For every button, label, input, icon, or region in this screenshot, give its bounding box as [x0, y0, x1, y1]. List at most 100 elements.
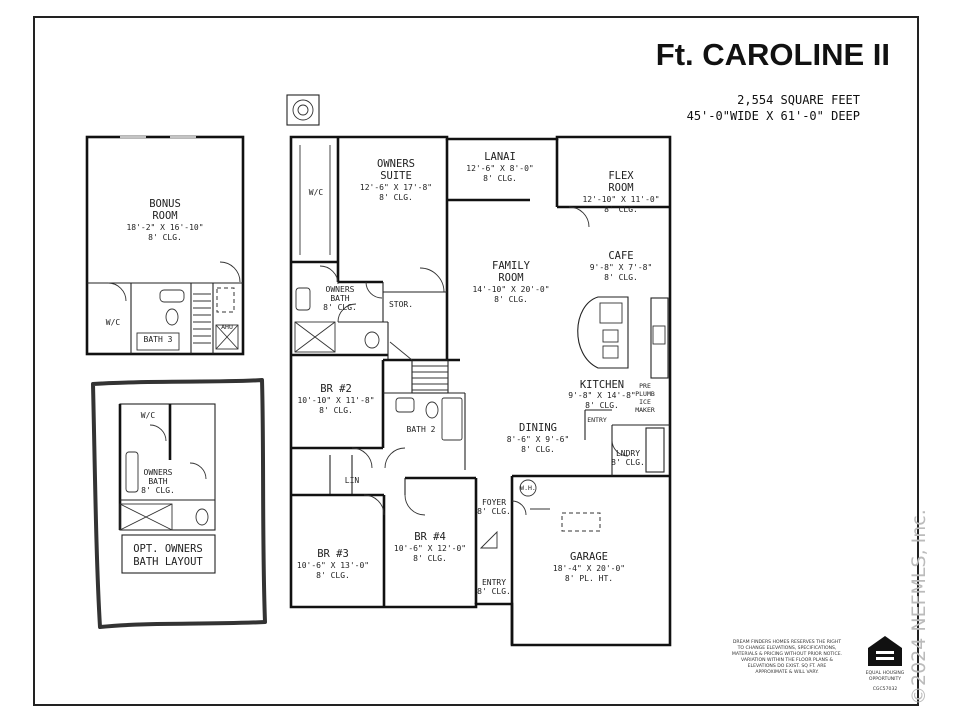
bonus-room-plan — [85, 135, 245, 356]
svg-text:OWNERS: OWNERS — [377, 158, 415, 170]
svg-text:PLUMB: PLUMB — [635, 390, 655, 398]
svg-text:10'-10" X 11'-8": 10'-10" X 11'-8" — [297, 396, 374, 405]
option-layout-caption: OPT. OWNERS BATH LAYOUT — [133, 543, 203, 568]
svg-text:8' CLG.: 8' CLG. — [316, 571, 350, 580]
svg-text:FAMILY: FAMILY — [492, 260, 531, 272]
svg-text:8' CLG.: 8' CLG. — [483, 174, 517, 183]
br3-label: BR #3 10'-6" X 13'-0" 8' CLG. — [297, 548, 369, 580]
svg-text:BONUS: BONUS — [149, 198, 181, 210]
family-room-label: FAMILY ROOM 14'-10" X 20'-0" 8' CLG. — [472, 260, 549, 304]
svg-text:PRE: PRE — [639, 382, 651, 390]
svg-text:DINING: DINING — [519, 422, 557, 434]
cafe-label: CAFE 9'-8" X 7'-8" 8' CLG. — [590, 250, 653, 282]
optional-bath-plan — [118, 403, 216, 574]
equal-housing-line2: OPPORTUNITY — [869, 676, 901, 682]
svg-text:8' CLG.: 8' CLG. — [413, 554, 447, 563]
svg-text:8' CLG.: 8' CLG. — [604, 205, 638, 214]
option-owners-bath-label: OWNERS BATH 8' CLG. — [141, 468, 175, 495]
svg-text:ROOM: ROOM — [152, 210, 177, 222]
main-floor-walls — [289, 135, 672, 647]
svg-text:8' CLG.: 8' CLG. — [477, 587, 511, 596]
svg-text:DREAM FINDERS HOMES RESERVES T: DREAM FINDERS HOMES RESERVES THE RIGHT — [733, 639, 841, 645]
svg-text:8' CLG.: 8' CLG. — [148, 233, 182, 242]
svg-text:10'-6" X 12'-0": 10'-6" X 12'-0" — [394, 544, 466, 553]
svg-text:12'-6" X 8'-0": 12'-6" X 8'-0" — [466, 164, 533, 173]
bath3-label: BATH 3 — [144, 335, 173, 344]
garage-label: GARAGE 18'-4" X 20'-0" 8' PL. HT. — [553, 551, 625, 583]
door-swings — [319, 206, 629, 549]
svg-text:ELEVATIONS DO EXIST. SQ FT. AR: ELEVATIONS DO EXIST. SQ FT. ARE — [748, 663, 827, 669]
svg-text:14'-10" X 20'-0": 14'-10" X 20'-0" — [472, 285, 549, 294]
ahu-label: AHU — [221, 323, 233, 331]
disclaimer-text: DREAM FINDERS HOMES RESERVES THE RIGHT T… — [732, 639, 842, 675]
svg-text:18'-2" X 16'-10": 18'-2" X 16'-10" — [126, 223, 203, 232]
svg-text:8' PL. HT.: 8' PL. HT. — [565, 574, 613, 583]
svg-text:LANAI: LANAI — [484, 151, 516, 163]
svg-text:8' CLG.: 8' CLG. — [604, 273, 638, 282]
garage-details — [519, 479, 601, 532]
entry-label: ENTRY 8' CLG. — [477, 578, 511, 596]
laundry-label: LNDRY 8' CLG. — [611, 449, 645, 467]
svg-text:ICE: ICE — [639, 398, 651, 406]
ice-maker-note: PRE PLUMB ICE MAKER — [635, 382, 655, 414]
water-heater-label: W.H. — [520, 484, 536, 492]
optional-bath-frame — [91, 378, 267, 629]
owners-bath-label: OWNERS BATH 8' CLG. — [323, 285, 357, 312]
sheet-border — [33, 16, 919, 706]
bonus-stairs — [193, 293, 211, 344]
svg-text:9'-8" X 14'-8": 9'-8" X 14'-8" — [568, 391, 635, 400]
svg-text:MAKER: MAKER — [635, 406, 655, 414]
main-wic-label: W/C — [309, 188, 324, 197]
bonus-wic-label: W/C — [106, 318, 121, 327]
copyright-watermark: ©2024 NEFMLS, Inc. — [908, 509, 930, 705]
license-number: CGC57032 — [873, 686, 898, 692]
svg-text:FLEX: FLEX — [608, 170, 634, 182]
svg-text:8' CLG.: 8' CLG. — [477, 507, 511, 516]
main-stairs — [389, 341, 449, 394]
dining-label: DINING 8'-6" X 9'-6" 8' CLG. — [507, 422, 570, 454]
storage-label: STOR. — [389, 300, 413, 309]
svg-text:BR #4: BR #4 — [414, 531, 446, 543]
kitchen-island — [577, 296, 629, 369]
svg-text:10'-6" X 13'-0": 10'-6" X 13'-0" — [297, 561, 369, 570]
svg-text:8' CLG.: 8' CLG. — [494, 295, 528, 304]
svg-text:TO CHANGE ELEVATIONS, SPECIFIC: TO CHANGE ELEVATIONS, SPECIFICATIONS, — [737, 645, 837, 651]
br4-label: BR #4 10'-6" X 12'-0" 8' CLG. — [394, 531, 466, 563]
svg-text:8' CLG.: 8' CLG. — [319, 406, 353, 415]
svg-text:12'-10" X 11'-0": 12'-10" X 11'-0" — [582, 195, 659, 204]
svg-text:ROOM: ROOM — [498, 272, 523, 284]
svg-text:LNDRY: LNDRY — [616, 449, 640, 458]
attic-access-icon — [286, 94, 320, 126]
svg-text:9'-8" X 7'-8": 9'-8" X 7'-8" — [590, 263, 653, 272]
svg-text:BATH: BATH — [330, 294, 349, 303]
svg-text:BR #3: BR #3 — [317, 548, 349, 560]
bath2-label: BATH 2 — [407, 425, 436, 434]
svg-text:OWNERS: OWNERS — [144, 468, 173, 477]
svg-text:8' CLG.: 8' CLG. — [585, 401, 619, 410]
svg-text:8' CLG.: 8' CLG. — [611, 458, 645, 467]
linen-label: LIN — [345, 476, 360, 485]
svg-text:ROOM: ROOM — [608, 182, 633, 194]
equal-housing-logo: EQUAL HOUSING OPPORTUNITY CGC57032 — [866, 636, 905, 692]
svg-text:18'-4" X 20'-0": 18'-4" X 20'-0" — [553, 564, 625, 573]
foyer-label: FOYER 8' CLG. — [477, 498, 511, 516]
lanai-label: LANAI 12'-6" X 8'-0" 8' CLG. — [466, 151, 533, 183]
svg-text:MATERIALS & PRICING WITHOUT PR: MATERIALS & PRICING WITHOUT PRIOR NOTICE… — [732, 651, 842, 657]
bonus-room-label: BONUS ROOM 18'-2" X 16'-10" 8' CLG. — [126, 198, 203, 242]
svg-text:BATH: BATH — [148, 477, 167, 486]
owners-suite-label: OWNERS SUITE 12'-6" X 17'-8" 8' CLG. — [360, 158, 432, 202]
kitchen-label: KITCHEN 9'-8" X 14'-8" 8' CLG. — [568, 379, 635, 410]
svg-text:8' CLG.: 8' CLG. — [141, 486, 175, 495]
svg-text:8' CLG.: 8' CLG. — [379, 193, 413, 202]
svg-text:VARIATION WITHIN THE FLOOR PLA: VARIATION WITHIN THE FLOOR PLANS & — [741, 657, 833, 663]
svg-text:BATH LAYOUT: BATH LAYOUT — [133, 556, 203, 568]
kitchen-counter — [645, 297, 669, 473]
svg-text:8'-6" X 9'-6": 8'-6" X 9'-6" — [507, 435, 570, 444]
plan-dimensions: 45'-0"WIDE X 61'-0" DEEP — [687, 109, 860, 123]
equal-housing-line1: EQUAL HOUSING — [866, 670, 905, 676]
flex-room-label: FLEX ROOM 12'-10" X 11'-0" 8' CLG. — [582, 170, 659, 214]
svg-text:8' CLG.: 8' CLG. — [521, 445, 555, 454]
svg-text:BR #2: BR #2 — [320, 383, 352, 395]
svg-text:ENTRY: ENTRY — [482, 578, 506, 587]
